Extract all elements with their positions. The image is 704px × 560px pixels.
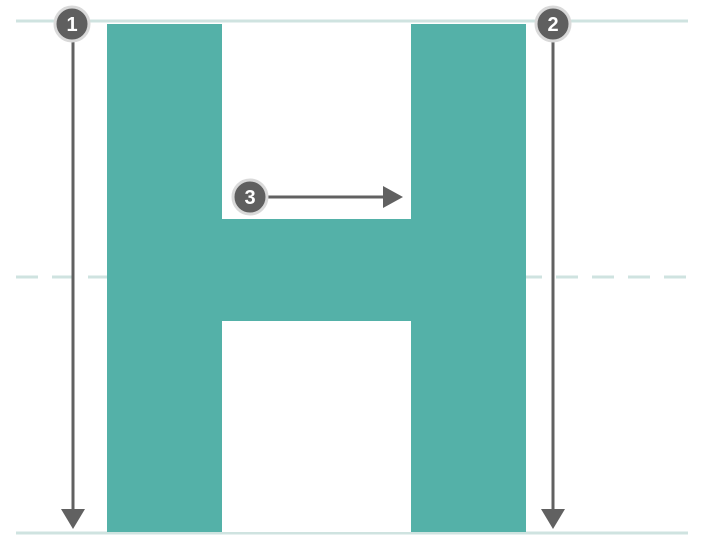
stroke-arrow-2 bbox=[541, 24, 565, 529]
step-badge-2-circle bbox=[534, 5, 572, 43]
step-badge-3: 3 bbox=[231, 178, 269, 216]
step-badge-1: 1 bbox=[53, 5, 91, 43]
arrow-3-head bbox=[383, 186, 403, 208]
stroke-arrow-3 bbox=[250, 186, 403, 208]
step-badge-3-number: 3 bbox=[244, 187, 255, 209]
step-badge-2-number: 2 bbox=[547, 14, 558, 36]
step-badge-1-circle bbox=[53, 5, 91, 43]
right-stem bbox=[411, 24, 526, 532]
step-badge-3-circle bbox=[231, 178, 269, 216]
step-badge-1-number: 1 bbox=[66, 14, 77, 36]
arrow-2-head bbox=[541, 509, 565, 529]
stroke-arrow-1 bbox=[61, 24, 85, 529]
letter-h-glyph bbox=[107, 24, 526, 532]
crossbar bbox=[222, 219, 411, 321]
step-badge-2: 2 bbox=[534, 5, 572, 43]
arrow-1-head bbox=[61, 509, 85, 529]
left-stem bbox=[107, 24, 222, 532]
